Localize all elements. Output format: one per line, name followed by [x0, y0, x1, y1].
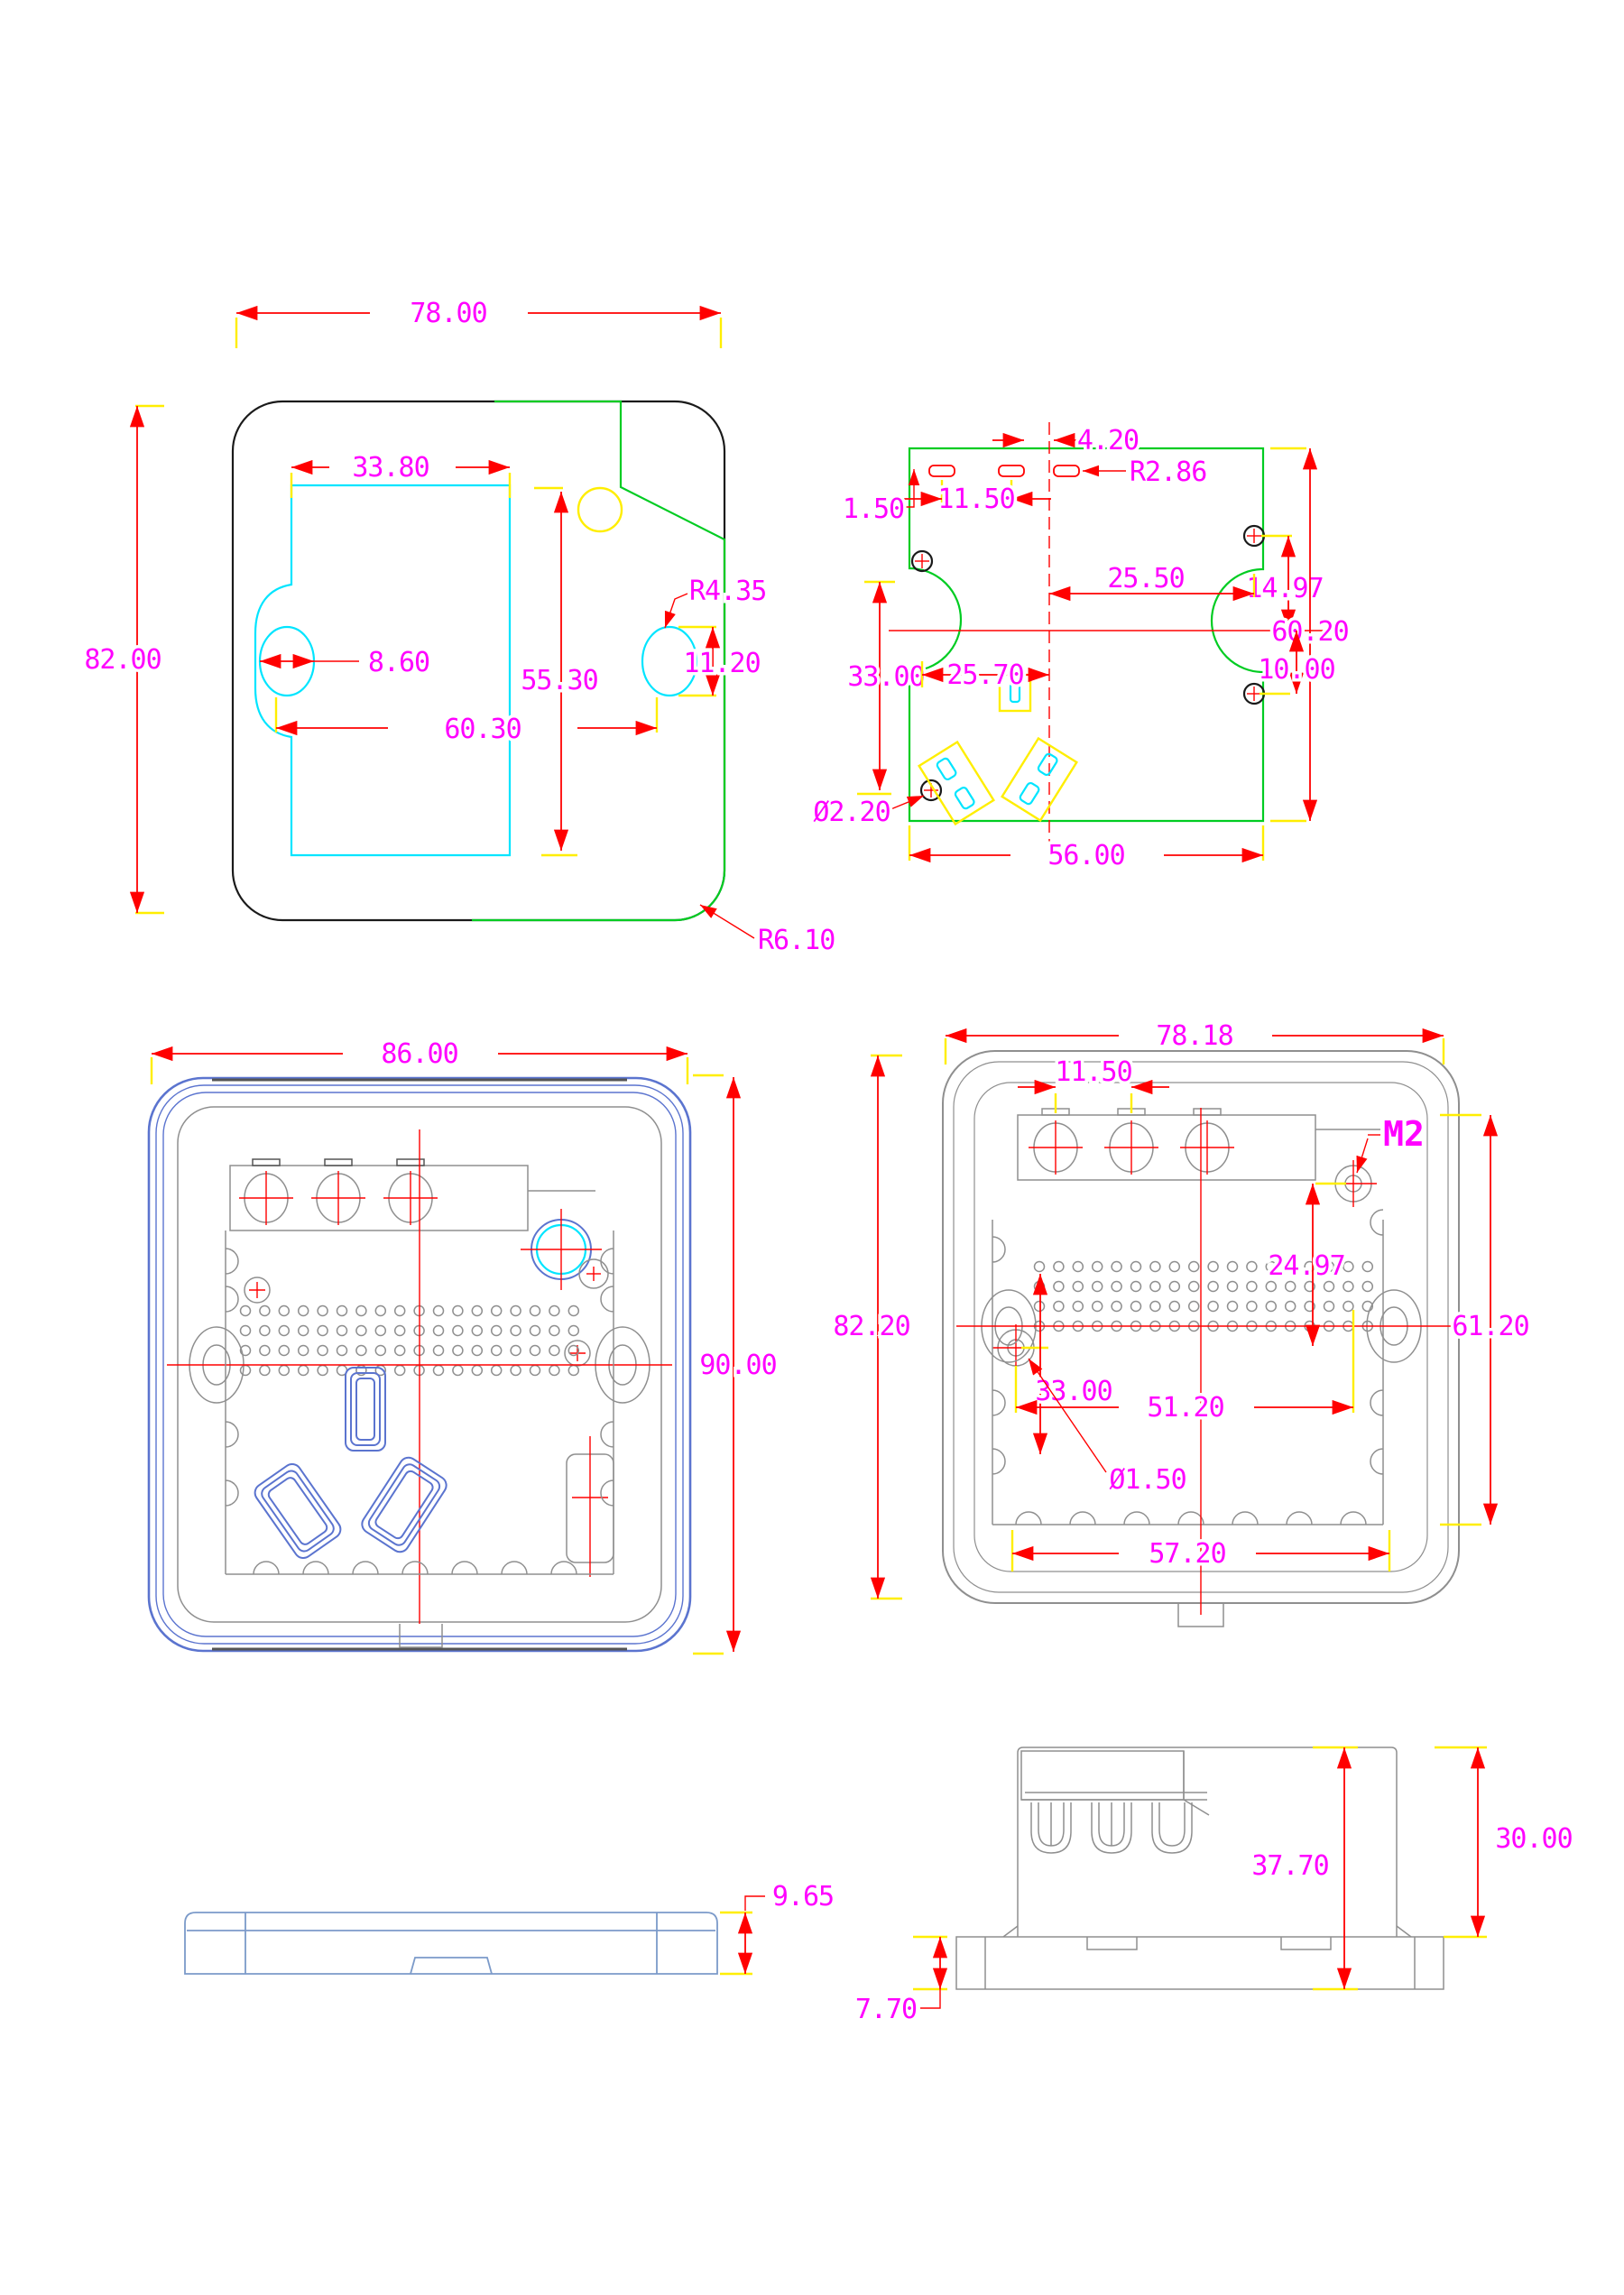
dim-cutout-height: 11.20: [683, 648, 760, 679]
pcb-screw-holes: [910, 524, 1266, 802]
dim-cover-height: 82.00: [84, 644, 161, 676]
dim-notch-drop: 33.00: [847, 661, 924, 693]
terminal-clamps: [1030, 1802, 1193, 1854]
dim-hole-offset-x: 25.50: [1107, 563, 1184, 594]
dim-hole-drop: 14.97: [1246, 573, 1323, 604]
dim-cover-thickness: 9.65: [772, 1881, 834, 1912]
dim-slot-pitch: 11.50: [937, 484, 1014, 515]
dim-screw-thread: M2: [1383, 1114, 1425, 1154]
dim-inner-width: 57.20: [1149, 1538, 1225, 1570]
dim-base-width: 78.18: [1156, 1020, 1232, 1052]
window-cutout: [254, 484, 512, 857]
dim-slot-offset: 4.20: [1077, 425, 1139, 456]
dim-screw-dy: 24.97: [1268, 1250, 1344, 1282]
dim-cutout-radius: R4.35: [689, 576, 766, 607]
screw-posts: [244, 1277, 591, 1367]
dim-window-height: 55.30: [521, 665, 597, 696]
dim-window-width: 33.80: [352, 452, 429, 484]
view-cover-back: 86.00 90.00: [147, 1036, 780, 1655]
pcb-top-slots: [928, 465, 1080, 477]
dim-inner-height: 61.20: [1452, 1311, 1528, 1342]
dim-slot-radius: R2.86: [1130, 456, 1206, 488]
dim-total-height: 37.70: [1251, 1850, 1328, 1882]
dim-base-height: 82.20: [833, 1311, 909, 1342]
dim-body-height: 30.00: [1495, 1823, 1572, 1855]
view-base-side: 37.70 30.00 7.70: [852, 1746, 1576, 2029]
view-base-inner: 78.18 11.50 M2 82.20 24.97 61.20 33.00 5…: [830, 1018, 1533, 1627]
terminal-screws: [239, 1171, 438, 1225]
switch-slot: [566, 1436, 614, 1577]
dim-hole-below-center: 10.00: [1258, 654, 1334, 686]
base-profile: [955, 1747, 1444, 1990]
cover-profile: [184, 1912, 718, 1975]
dim-cover-back-height: 90.00: [699, 1350, 776, 1381]
base-edge-scallops: [992, 1209, 1384, 1525]
dim-screw-drop: 33.00: [1035, 1376, 1112, 1407]
dim-board-height: 60.20: [1271, 616, 1348, 648]
bottom-tab: [399, 1624, 443, 1648]
light-sensor: [521, 1209, 609, 1290]
dim-terminal-pitch: 11.50: [1055, 1056, 1131, 1088]
dim-hole-dia: Ø2.20: [813, 797, 890, 828]
dim-board-width: 56.00: [1047, 840, 1124, 871]
dim-cutout-span: 60.30: [444, 714, 521, 745]
dim-cutout-width: 8.60: [368, 647, 429, 678]
base-terminal-block: [1017, 1108, 1380, 1181]
base-bottom-tab: [1177, 1603, 1224, 1627]
view-front-cover-face: 78.00 33.80 82.00 8.60 55.30 60.30 11.20…: [81, 295, 839, 960]
cover-back-outline: [147, 1076, 692, 1653]
sensor-window-circle: [577, 486, 623, 533]
dim-cover-width: 78.00: [410, 298, 486, 329]
dim-notch-offset: 25.70: [946, 659, 1023, 691]
view-cover-side: 9.65: [184, 1878, 838, 1976]
dim-screw-hole-dia: Ø1.50: [1109, 1464, 1186, 1496]
dim-cover-back-width: 86.00: [381, 1038, 457, 1070]
dim-screw-dx: 51.20: [1147, 1392, 1223, 1424]
pcb-edge-overlay: [472, 400, 726, 922]
board-edge-scallops: [225, 1230, 614, 1575]
dim-edge-margin: 1.50: [843, 493, 904, 525]
terminal-block: [229, 1158, 595, 1231]
view-pcb-outline: 4.20 R2.86 11.50 1.50 14.97 25.50 60.20 …: [810, 422, 1352, 875]
socket-slots: [254, 1367, 448, 1560]
dim-corner-radius: R6.10: [758, 925, 835, 956]
pcb-contact-slots: [918, 673, 1078, 826]
dim-base-thickness: 7.70: [855, 1994, 917, 2025]
cover-tab: [410, 1957, 493, 1975]
